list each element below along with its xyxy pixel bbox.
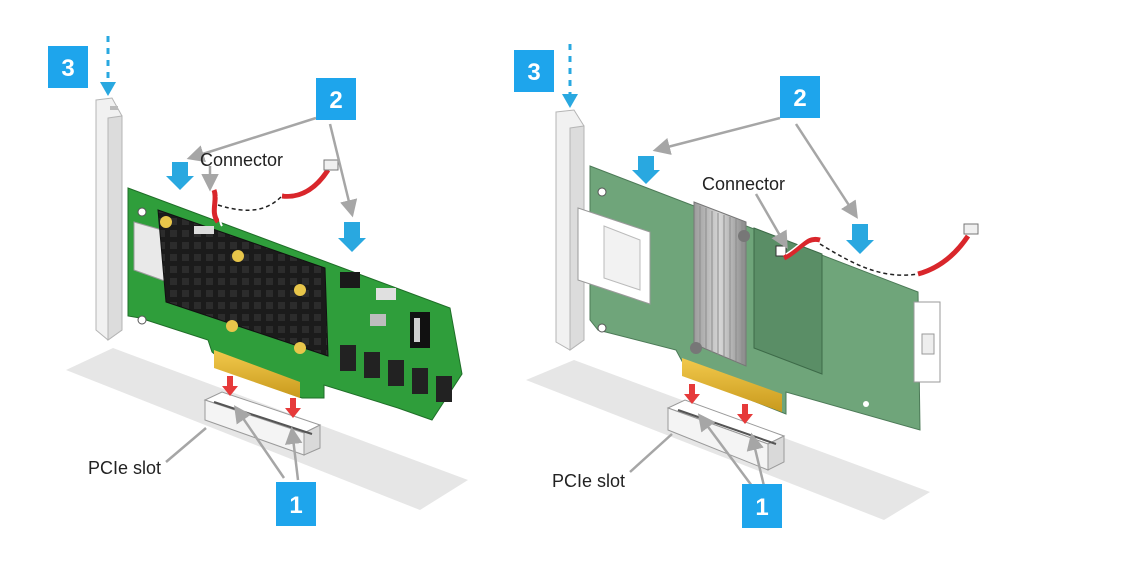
left-red-arrow-1	[222, 376, 238, 396]
left-cable	[211, 159, 339, 227]
right-dotted-down-arrow	[562, 44, 578, 108]
left-blue-down-arrow-2	[338, 222, 366, 252]
left-bracket	[95, 97, 123, 341]
left-step3-callout: 3	[48, 46, 88, 88]
right-panel: 3 2 1 Connector PCIe slot	[514, 44, 979, 528]
left-panel: 3 2 1 Connector PCIe slot	[48, 36, 468, 526]
right-step2-number: 2	[793, 85, 806, 112]
right-connector-label: Connector	[702, 174, 785, 194]
left-step1-number: 1	[289, 492, 302, 519]
left-blue-down-arrow-1	[166, 162, 194, 190]
left-raid-card	[127, 187, 463, 421]
left-pcie-slot	[203, 391, 322, 456]
right-raid-card	[577, 165, 941, 431]
right-red-arrow-2	[737, 404, 753, 424]
left-dotted-down-arrow	[100, 36, 116, 96]
left-pcie-slot-label: PCIe slot	[88, 458, 161, 478]
right-step3-callout: 3	[514, 50, 554, 92]
left-step2-number: 2	[329, 87, 342, 114]
right-step1-callout: 1	[742, 484, 782, 528]
right-pcie-slot-label: PCIe slot	[552, 471, 625, 491]
left-step3-number: 3	[61, 55, 74, 82]
right-blue-down-arrow-2	[846, 224, 874, 254]
right-red-arrow-1	[684, 384, 700, 404]
right-step1-number: 1	[755, 494, 768, 521]
right-step2-callout: 2	[780, 76, 820, 118]
right-step3-number: 3	[527, 59, 540, 86]
left-pointers	[165, 116, 358, 481]
left-step1-callout: 1	[276, 482, 316, 526]
right-pointers	[629, 116, 858, 487]
left-connector-label: Connector	[200, 150, 283, 170]
left-step2-callout: 2	[316, 78, 356, 120]
right-bracket	[555, 109, 585, 351]
right-cable	[782, 223, 979, 277]
right-blue-down-arrow-1	[632, 156, 660, 184]
left-red-arrow-2	[285, 398, 301, 418]
right-pcie-slot	[666, 399, 786, 471]
